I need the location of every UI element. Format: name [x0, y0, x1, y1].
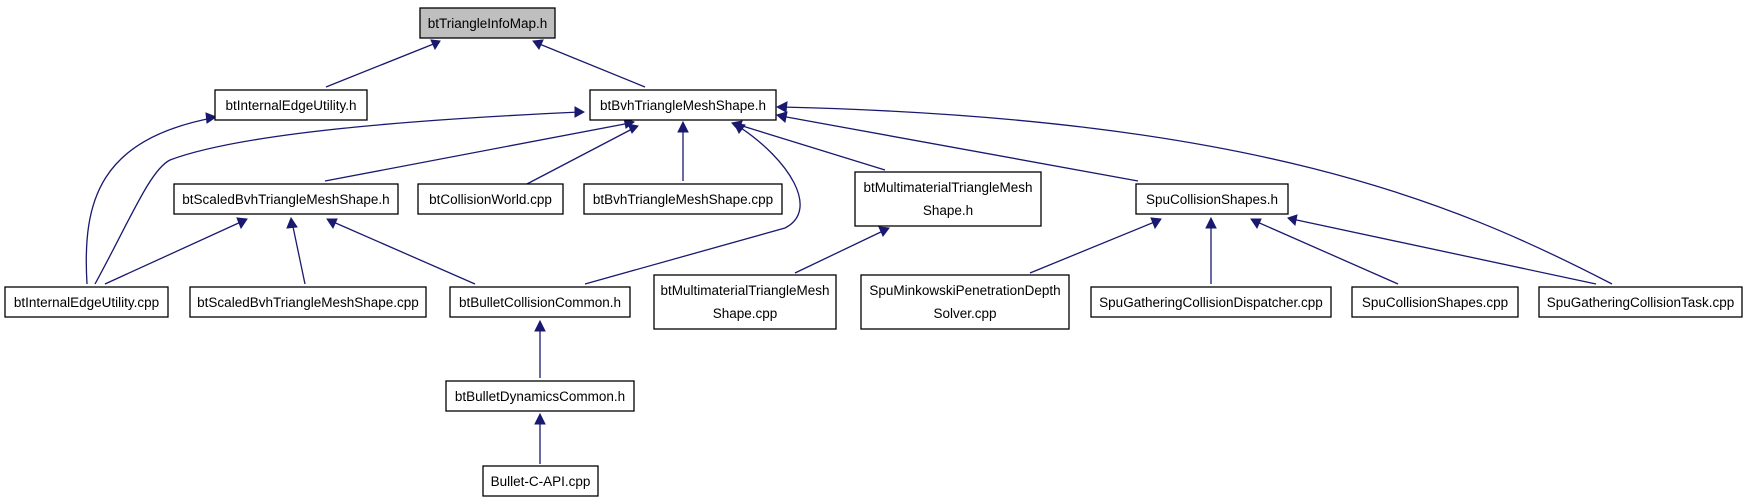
node-bvh-shape-cpp[interactable]: btBvhTriangleMeshShape.cpp	[583, 183, 783, 215]
nodes: btTriangleInfoMap.h btInternalEdgeUtilit…	[4, 7, 1743, 497]
edge-bullet-collision-common-to-bvh-shape-h	[584, 125, 801, 285]
node-label-line-1: SpuMinkowskiPenetrationDepth	[869, 283, 1060, 298]
arrowhead-icon	[326, 218, 338, 230]
node-internal-edge-h[interactable]: btInternalEdgeUtility.h	[214, 89, 368, 121]
edge-spu-gathering-task-to-bvh-shape-h	[780, 106, 1613, 285]
edge-internal-edge-cpp-to-internal-edge-h	[85, 117, 213, 285]
node-bullet-dynamics-common-h[interactable]: btBulletDynamicsCommon.h	[445, 380, 635, 412]
node-label: btTriangleInfoMap.h	[428, 16, 548, 31]
edge-spu-shapes-h-to-bvh-shape-h	[780, 115, 1139, 182]
edge-multimaterial-h-to-bvh-shape-h	[735, 123, 886, 171]
edge-spu-shapes-cpp-to-spu-shapes-h	[1254, 220, 1399, 285]
arrowhead-icon	[236, 217, 248, 230]
edge-bullet-collision-common-to-scaled-bvh-h	[330, 220, 476, 285]
node-label: btInternalEdgeUtility.cpp	[14, 295, 159, 310]
node-label: SpuCollisionShapes.cpp	[1362, 295, 1508, 310]
node-bullet-c-api[interactable]: Bullet-C-API.cpp	[482, 465, 599, 497]
arrowhead-icon	[878, 226, 890, 237]
node-label: btBulletDynamicsCommon.h	[455, 389, 625, 404]
node-bvh-shape-h[interactable]: btBvhTriangleMeshShape.h	[589, 89, 777, 121]
edge-collision-world-to-bvh-shape-h	[524, 127, 635, 186]
arrowhead-icon	[574, 106, 586, 118]
node-label: btBvhTriangleMeshShape.h	[600, 98, 766, 113]
arrowhead-icon	[1205, 216, 1217, 229]
arrowhead-icon	[677, 120, 689, 133]
node-label-line-2: Solver.cpp	[933, 306, 996, 321]
node-label: btScaledBvhTriangleMeshShape.cpp	[197, 295, 419, 310]
arrowhead-icon	[1250, 218, 1262, 230]
node-label-line-2: Shape.cpp	[713, 306, 778, 321]
edge-internal-edge-cpp-to-bvh-shape-h	[94, 111, 581, 285]
node-internal-edge-cpp[interactable]: btInternalEdgeUtility.cpp	[4, 286, 169, 318]
node-spu-minkowski[interactable]: SpuMinkowskiPenetrationDepth Solver.cpp	[860, 274, 1070, 330]
node-scaled-bvh-h[interactable]: btScaledBvhTriangleMeshShape.h	[173, 183, 399, 215]
node-multimaterial-h[interactable]: btMultimaterialTriangleMesh Shape.h	[854, 171, 1042, 227]
node-label: btCollisionWorld.cpp	[429, 192, 552, 207]
arrowhead-icon	[430, 39, 441, 51]
node-label: btBulletCollisionCommon.h	[459, 295, 621, 310]
node-label: btInternalEdgeUtility.h	[225, 98, 356, 113]
node-label: SpuGatheringCollisionDispatcher.cpp	[1099, 295, 1323, 310]
node-label: btBvhTriangleMeshShape.cpp	[593, 192, 773, 207]
node-spu-shapes-cpp[interactable]: SpuCollisionShapes.cpp	[1351, 286, 1519, 318]
node-label-line-1: btMultimaterialTriangleMesh	[863, 180, 1032, 195]
edge-scaled-bvh-h-to-bvh-shape-h	[324, 122, 631, 182]
edge-multimaterial-cpp-to-multimaterial-h	[794, 229, 886, 274]
node-label: btScaledBvhTriangleMeshShape.h	[182, 192, 389, 207]
edge-bvh-shape-h-to-root	[536, 42, 646, 88]
node-root[interactable]: btTriangleInfoMap.h	[419, 7, 556, 39]
arrowhead-icon	[1287, 214, 1298, 227]
edge-spu-minkowski-to-spu-shapes-h	[1029, 220, 1158, 274]
arrowhead-icon	[775, 101, 788, 113]
node-label: Bullet-C-API.cpp	[491, 474, 591, 489]
edge-internal-edge-h-to-root	[325, 42, 437, 88]
arrowhead-icon	[286, 216, 298, 229]
arrowhead-icon	[775, 111, 788, 123]
node-multimaterial-cpp[interactable]: btMultimaterialTriangleMesh Shape.cpp	[653, 274, 837, 330]
edge-scaled-bvh-cpp-to-scaled-bvh-h	[291, 221, 306, 285]
arrowhead-icon	[627, 123, 639, 134]
node-label-line-2: Shape.h	[923, 203, 973, 218]
node-bullet-collision-common-h[interactable]: btBulletCollisionCommon.h	[449, 286, 631, 318]
arrowhead-icon	[534, 319, 546, 332]
node-label: SpuGatheringCollisionTask.cpp	[1547, 295, 1735, 310]
arrowhead-icon	[1150, 217, 1162, 230]
edge-internal-edge-cpp-to-scaled-bvh-h	[104, 220, 244, 285]
arrowhead-icon	[532, 39, 544, 50]
node-spu-shapes-h[interactable]: SpuCollisionShapes.h	[1135, 183, 1289, 215]
node-label-line-1: btMultimaterialTriangleMesh	[660, 283, 829, 298]
edges	[85, 39, 1613, 464]
edge-spu-gathering-task-to-spu-shapes-h	[1291, 218, 1597, 285]
arrowhead-icon	[731, 120, 743, 133]
node-label: SpuCollisionShapes.h	[1146, 192, 1278, 207]
node-spu-gathering-dispatcher[interactable]: SpuGatheringCollisionDispatcher.cpp	[1090, 286, 1332, 318]
arrowhead-icon	[534, 412, 546, 425]
node-spu-gathering-task[interactable]: SpuGatheringCollisionTask.cpp	[1538, 286, 1743, 318]
node-collision-world-cpp[interactable]: btCollisionWorld.cpp	[417, 183, 564, 215]
arrowhead-icon	[205, 112, 218, 124]
node-scaled-bvh-cpp[interactable]: btScaledBvhTriangleMeshShape.cpp	[189, 286, 427, 318]
